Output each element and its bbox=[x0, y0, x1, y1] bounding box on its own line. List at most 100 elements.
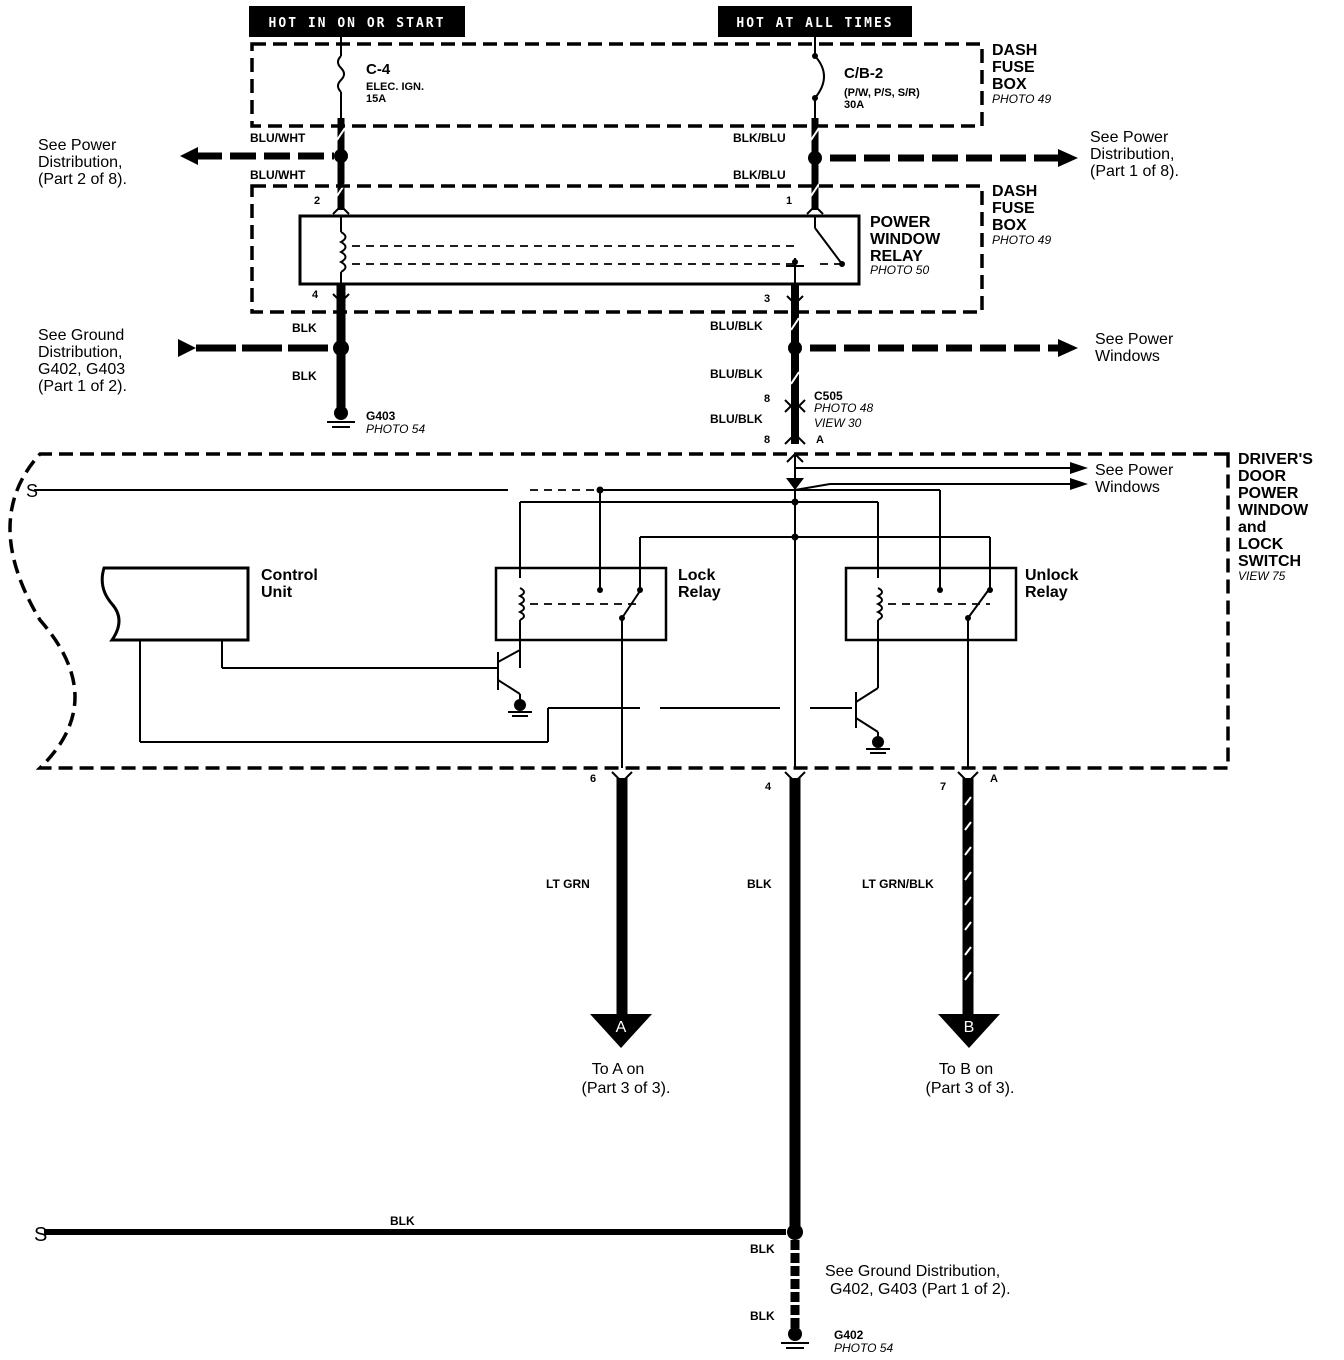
svg-text:See Ground Distribution,: See Ground Distribution, bbox=[825, 1263, 1000, 1280]
ground-g403: G403 PHOTO 54 bbox=[327, 406, 425, 436]
wire-label-blk-center: BLK bbox=[747, 877, 772, 891]
svg-text:WINDOW: WINDOW bbox=[870, 231, 941, 248]
svg-text:4: 4 bbox=[765, 781, 772, 793]
switch-break-wire: S bbox=[26, 481, 941, 590]
cb2-desc: (P/W, P/S, S/R) bbox=[844, 87, 920, 99]
header-hot-at-all-times: HOT AT ALL TIMES bbox=[718, 6, 912, 37]
header-left-label: HOT IN ON OR START bbox=[269, 16, 446, 31]
wire-lt-grn-blk: LT GRN/BLK bbox=[862, 778, 974, 1016]
wire-blu-wht: BLU/WHT BLU/WHT bbox=[180, 118, 348, 210]
wire-label-blk-2: BLK bbox=[292, 369, 317, 383]
svg-text:See Power: See Power bbox=[38, 137, 117, 154]
wire-label-blk-blu-1: BLK/BLU bbox=[733, 131, 786, 145]
svg-text:A: A bbox=[990, 773, 998, 785]
svg-text:DOOR: DOOR bbox=[1238, 468, 1286, 485]
svg-text:(Part 1 of 8).: (Part 1 of 8). bbox=[1090, 163, 1179, 180]
ref-power-distribution-part-1: See Power Distribution, (Part 1 of 8). bbox=[1090, 129, 1179, 180]
svg-text:(Part 3 of 3).: (Part 3 of 3). bbox=[582, 1080, 671, 1097]
svg-text:PHOTO 49: PHOTO 49 bbox=[992, 92, 1051, 106]
svg-text:PHOTO 48: PHOTO 48 bbox=[814, 401, 873, 415]
svg-text:See Power: See Power bbox=[1095, 462, 1174, 479]
svg-text:POWER: POWER bbox=[870, 214, 931, 231]
svg-text:DRIVER'S: DRIVER'S bbox=[1238, 451, 1313, 468]
connector-c505: 8 8 A C505 PHOTO 48 VIEW 30 bbox=[764, 389, 873, 446]
wire-label-blu-wht-1: BLU/WHT bbox=[250, 131, 306, 145]
driver-switch-outline bbox=[8, 452, 1230, 770]
wire-label-blu-blk-2: BLU/BLK bbox=[710, 367, 763, 381]
power-window-relay-label: POWER WINDOW RELAY PHOTO 50 bbox=[870, 214, 941, 277]
svg-text:Distribution,: Distribution, bbox=[38, 344, 122, 361]
svg-text:Distribution,: Distribution, bbox=[1090, 146, 1174, 163]
svg-text:6: 6 bbox=[590, 773, 596, 785]
control-unit: Control Unit bbox=[100, 566, 852, 743]
dash-fuse-box-top-label: DASH FUSE BOX PHOTO 49 bbox=[992, 42, 1051, 106]
svg-text:Windows: Windows bbox=[1095, 348, 1160, 365]
fuse-c4-rating: 15A bbox=[366, 93, 386, 105]
svg-text:7: 7 bbox=[940, 781, 946, 793]
switch-internal-feed bbox=[519, 452, 1088, 578]
svg-text:Unlock: Unlock bbox=[1025, 567, 1078, 584]
svg-text:Windows: Windows bbox=[1095, 479, 1160, 496]
dash-fuse-box-top-outline bbox=[250, 42, 984, 128]
svg-text:and: and bbox=[1238, 519, 1266, 536]
cb2-name: C/B-2 bbox=[844, 65, 883, 82]
wire-blk-ground-left: BLK BLK bbox=[178, 284, 350, 408]
svg-text:Control: Control bbox=[261, 567, 318, 584]
header-right-label: HOT AT ALL TIMES bbox=[736, 16, 893, 31]
svg-text:VIEW 30: VIEW 30 bbox=[814, 416, 862, 430]
wire-label-lt-grn: LT GRN bbox=[546, 877, 590, 891]
svg-text:(Part 3 of 3).: (Part 3 of 3). bbox=[926, 1080, 1015, 1097]
ground-g402: G402 PHOTO 54 bbox=[781, 1327, 893, 1355]
svg-text:WINDOW: WINDOW bbox=[1238, 502, 1309, 519]
connector-a-letter: A bbox=[616, 1019, 627, 1036]
relay-pin-2-chevron bbox=[332, 204, 350, 215]
ref-power-windows-1: See Power Windows bbox=[1095, 331, 1174, 365]
header-hot-in-on-or-start: HOT IN ON OR START bbox=[249, 6, 465, 37]
ref-power-distribution-part-2: See Power Distribution, (Part 2 of 8). bbox=[38, 137, 127, 188]
svg-text:Relay: Relay bbox=[678, 584, 721, 601]
svg-text:FUSE: FUSE bbox=[992, 59, 1035, 76]
wire-label-blk-blu-2: BLK/BLU bbox=[733, 168, 786, 182]
svg-text:To B on: To B on bbox=[939, 1061, 993, 1078]
svg-text:See Power: See Power bbox=[1090, 129, 1169, 146]
svg-text:See Ground: See Ground bbox=[38, 327, 124, 344]
svg-text:POWER: POWER bbox=[1238, 485, 1299, 502]
wire-label-lt-grn-blk: LT GRN/BLK bbox=[862, 877, 934, 891]
dash-fuse-box-relay-outline bbox=[250, 184, 984, 314]
wire-blk-blu: BLK/BLU BLK/BLU bbox=[733, 118, 1078, 210]
wire-label-blk-bottom-2: BLK bbox=[750, 1242, 775, 1256]
fuse-c4-name: C-4 bbox=[366, 61, 391, 78]
svg-text:8: 8 bbox=[764, 393, 770, 405]
svg-text:Relay: Relay bbox=[1025, 584, 1068, 601]
svg-text:G403: G403 bbox=[366, 409, 396, 423]
relay-pin-2: 2 bbox=[314, 195, 320, 207]
svg-text:(Part 1 of 2).: (Part 1 of 2). bbox=[38, 378, 127, 395]
svg-text:Distribution,: Distribution, bbox=[38, 154, 122, 171]
svg-text:BOX: BOX bbox=[992, 76, 1027, 93]
svg-text:SWITCH: SWITCH bbox=[1238, 553, 1301, 570]
svg-text:BOX: BOX bbox=[992, 217, 1027, 234]
svg-text:A: A bbox=[816, 434, 824, 446]
svg-text:G402: G402 bbox=[834, 1328, 864, 1342]
switch-common-rail bbox=[639, 502, 991, 768]
svg-text:PHOTO 54: PHOTO 54 bbox=[366, 422, 425, 436]
wire-lt-grn: LT GRN bbox=[546, 778, 628, 1016]
svg-text:PHOTO 50: PHOTO 50 bbox=[870, 263, 929, 277]
svg-text:PHOTO 54: PHOTO 54 bbox=[834, 1341, 893, 1355]
driver-switch-label: DRIVER'S DOOR POWER WINDOW and LOCK SWIT… bbox=[1238, 451, 1313, 583]
relay-pin-1: 1 bbox=[786, 195, 792, 207]
svg-text:VIEW 75: VIEW 75 bbox=[1238, 569, 1286, 583]
ref-ground-distribution-bottom: See Ground Distribution, G402, G403 (Par… bbox=[825, 1263, 1011, 1298]
wire-label-blu-blk-3: BLU/BLK bbox=[710, 412, 763, 426]
wire-label-blk-bottom: BLK bbox=[390, 1214, 415, 1228]
ref-ground-distribution-left: See Ground Distribution, G402, G403 (Par… bbox=[38, 327, 127, 395]
relay-pin-1-chevron bbox=[806, 204, 824, 215]
circuit-breaker-cb2: C/B-2 (P/W, P/S, S/R) 30A bbox=[812, 37, 920, 118]
svg-text:DASH: DASH bbox=[992, 42, 1037, 59]
connector-a: A To A on (Part 3 of 3). bbox=[582, 1014, 671, 1097]
wire-label-blu-wht-2: BLU/WHT bbox=[250, 168, 306, 182]
svg-text:PHOTO 49: PHOTO 49 bbox=[992, 233, 1051, 247]
svg-text:To A on: To A on bbox=[592, 1061, 645, 1078]
relay-pin-3: 3 bbox=[764, 293, 770, 305]
wire-blk-center: BLK bbox=[747, 778, 801, 1232]
